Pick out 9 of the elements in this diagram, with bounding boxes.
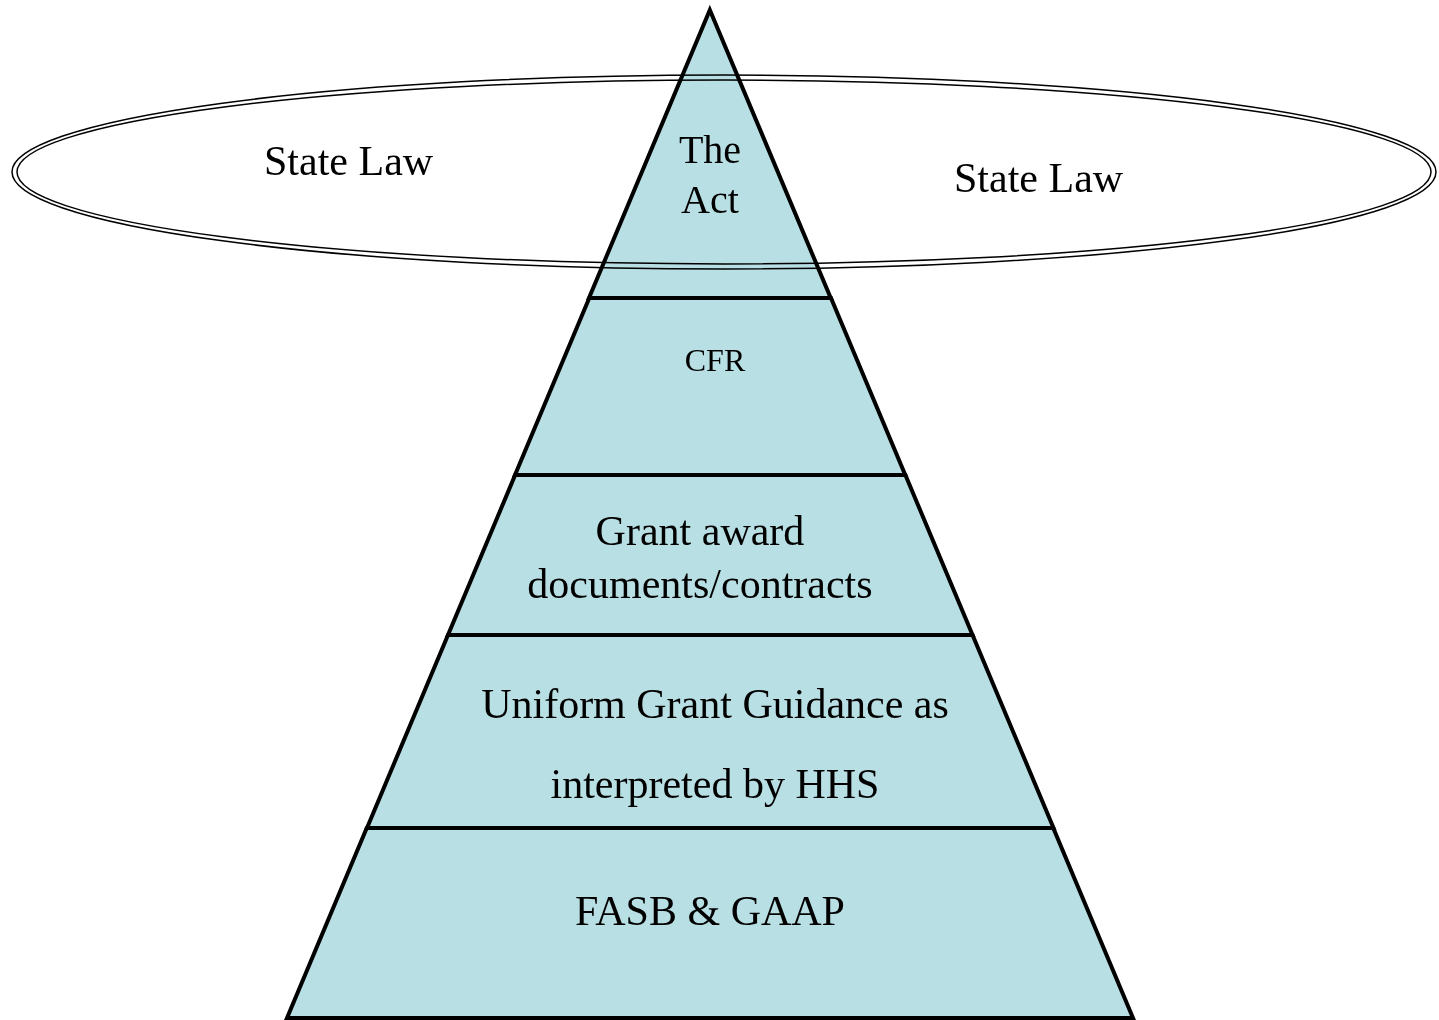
layer-label: Grant award documents/contracts	[526, 507, 874, 609]
pyramid-layer	[284, 825, 1136, 1020]
layer-label: The Act	[677, 126, 743, 224]
layer-label: FASB & GAAP	[574, 887, 846, 936]
layer-label: CFR	[683, 341, 747, 380]
region-label: State Law	[954, 154, 1124, 203]
layer-label: Uniform Grant Guidance as interpreted by HHS	[480, 680, 950, 809]
ellipse-band	[9, 72, 1439, 272]
region-label: State Law	[264, 137, 434, 186]
